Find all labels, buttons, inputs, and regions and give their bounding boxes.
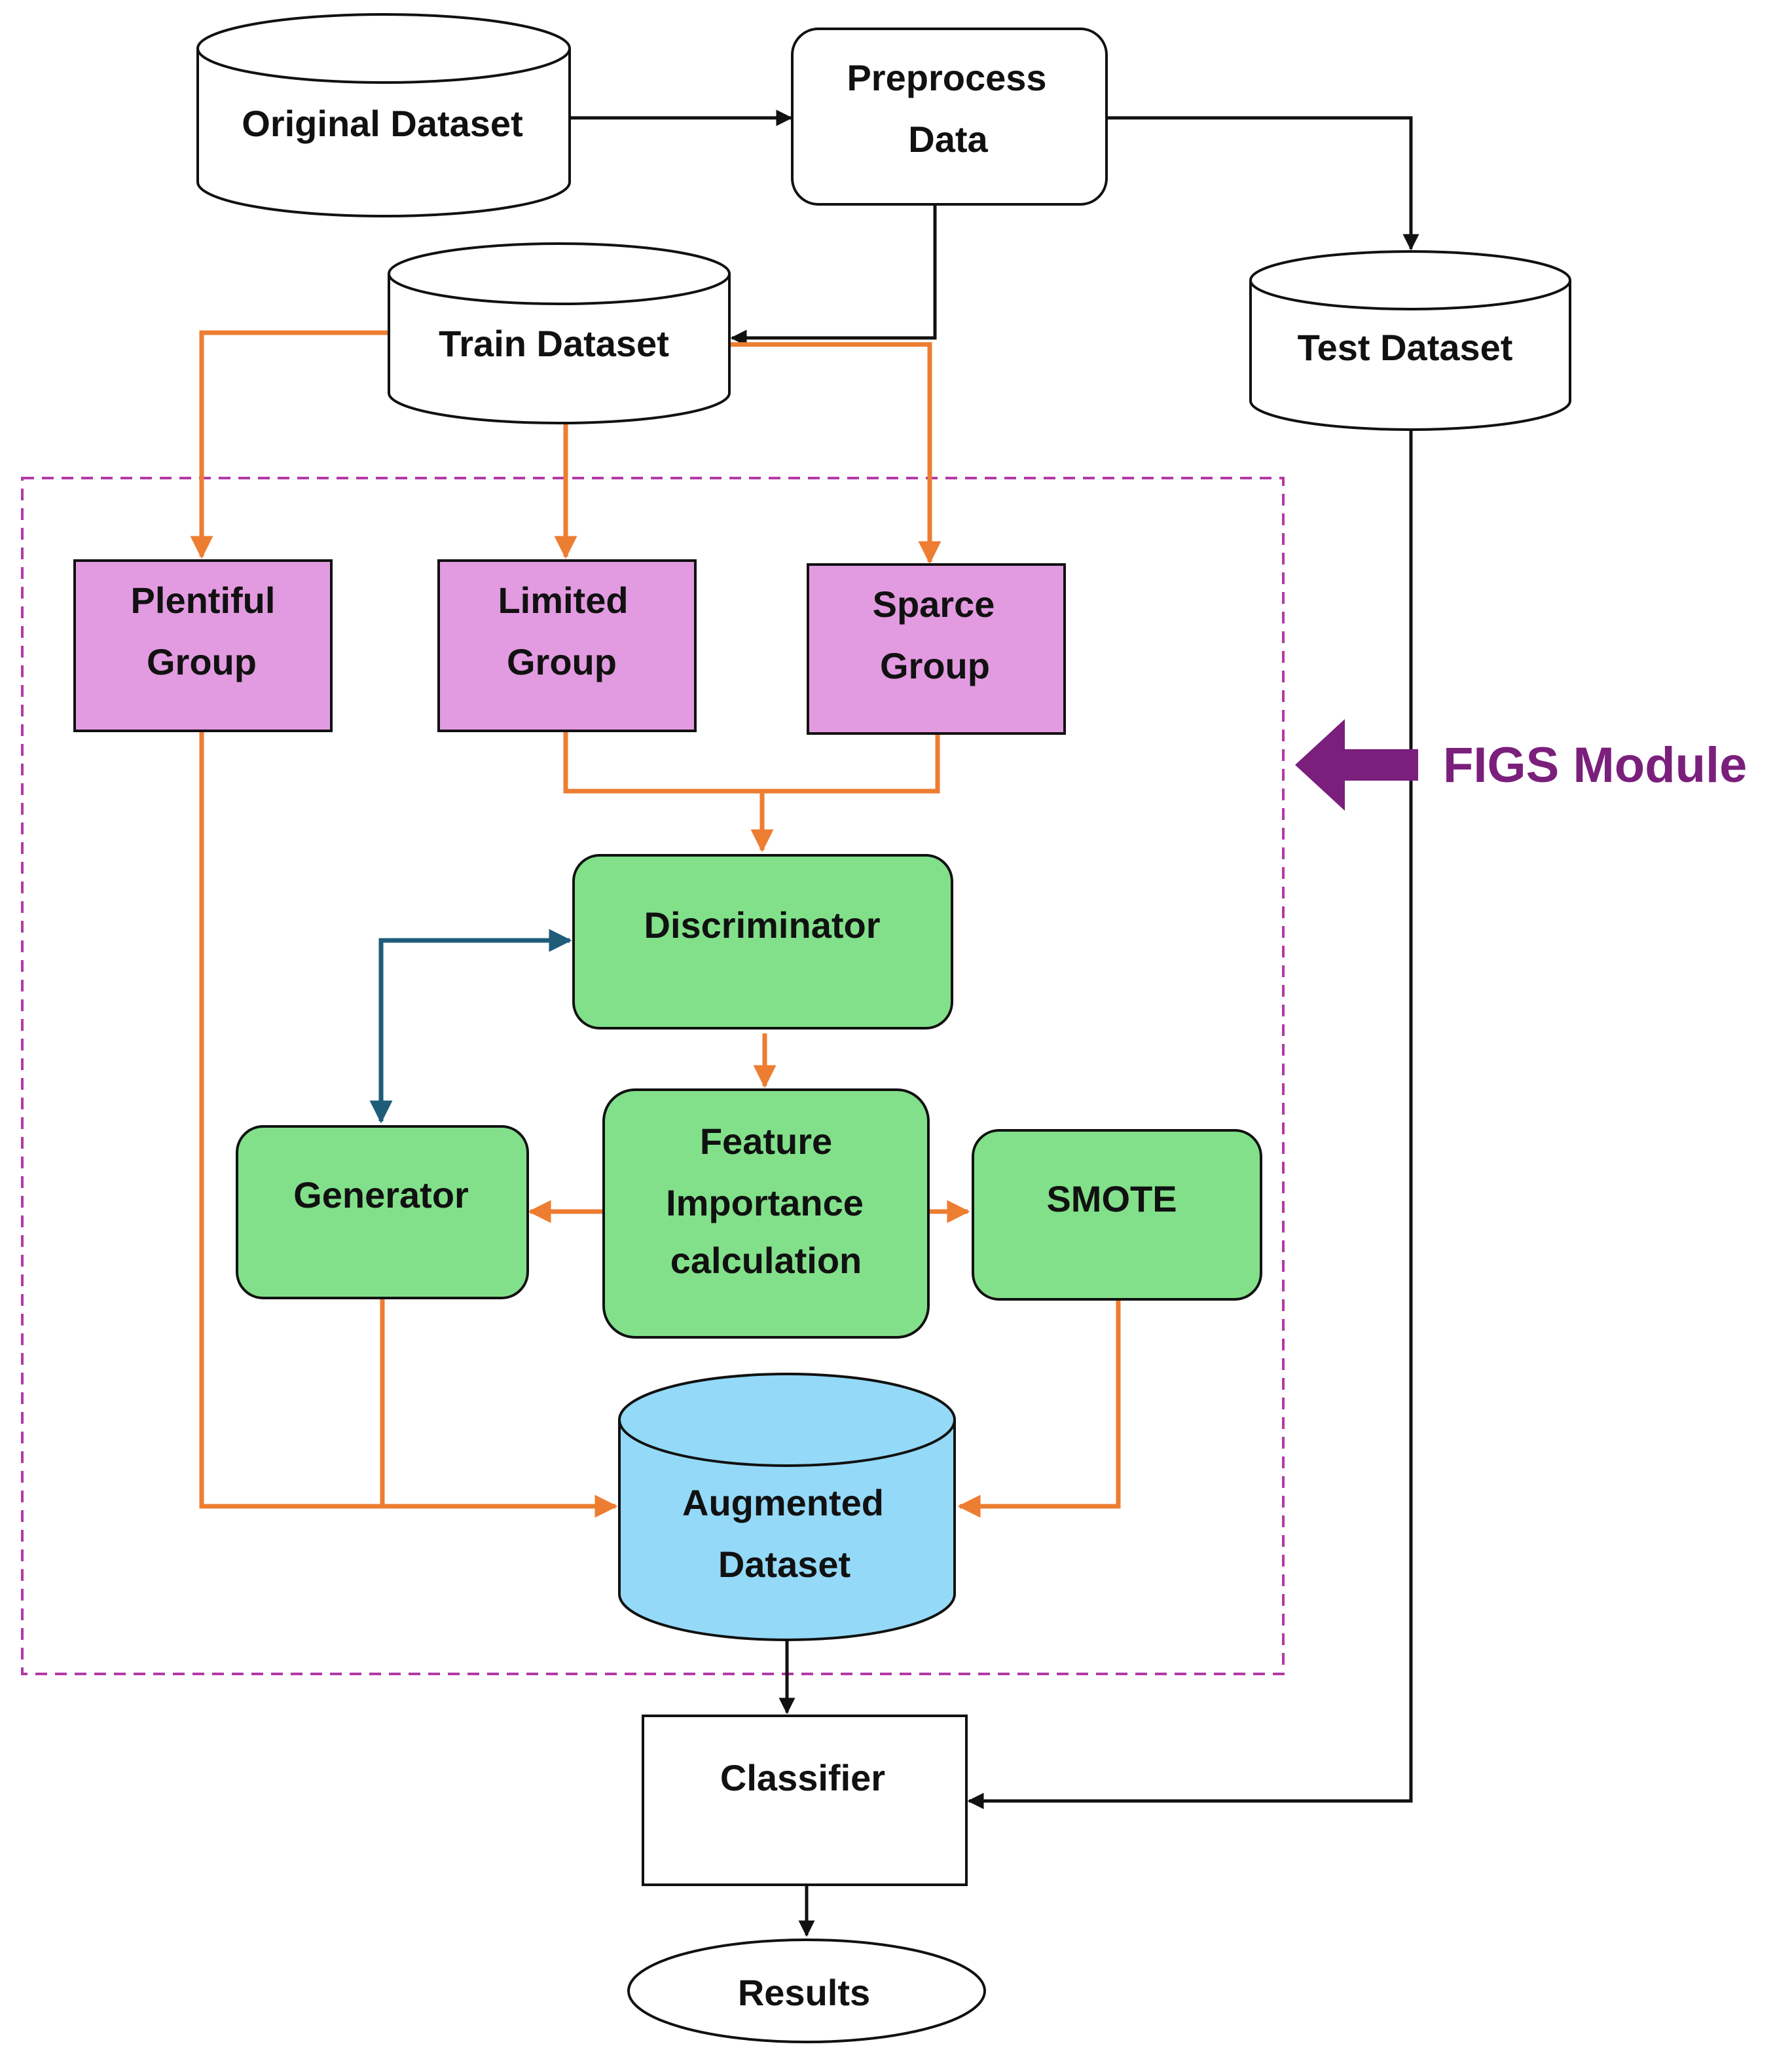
node-sparce-group: Sparce Group [807, 563, 1066, 735]
feature-label-line2: Importance [666, 1182, 864, 1223]
node-discriminator: Discriminator [572, 854, 953, 1030]
plentiful-label-line2: Group [147, 641, 257, 682]
edge-preprocess-to-test [1108, 116, 1419, 251]
sparce-label-line1: Sparce [873, 584, 995, 625]
edge-smote-to-augmented [957, 1300, 1121, 1518]
plentiful-label-line1: Plentiful [131, 580, 276, 621]
feature-label-line3: calculation [670, 1240, 862, 1281]
orange-edges [190, 330, 1121, 1518]
node-plentiful-group: Plentiful Group [73, 559, 333, 732]
black-edges [570, 109, 1419, 1937]
edge-train-to-sparce [729, 342, 942, 565]
augmented-label-line1: Augmented [682, 1482, 884, 1523]
edge-sparce-to-discriminator [762, 735, 940, 794]
node-smote: SMOTE [972, 1129, 1262, 1301]
node-original-dataset: Original Dataset [196, 13, 571, 217]
limited-label-line1: Limited [498, 580, 628, 621]
feature-label-line1: Feature [700, 1121, 832, 1162]
edge-test-to-classifier [967, 430, 1413, 1809]
preprocess-label-line1: Preprocess [847, 57, 1046, 98]
node-test-dataset: Test Dataset [1249, 250, 1571, 431]
discriminator-label: Discriminator [644, 904, 881, 946]
smote-label: SMOTE [1046, 1178, 1177, 1219]
edge-discriminator-generator-loop [369, 929, 572, 1124]
results-label: Results [738, 1972, 870, 2013]
node-classifier: Classifier [642, 1715, 968, 1886]
node-limited-group: Limited Group [437, 559, 697, 732]
node-feature-importance: Feature Importance calculation [602, 1088, 930, 1339]
edge-plentiful-to-augmented [199, 732, 618, 1518]
train-dataset-label: Train Dataset [439, 323, 669, 364]
original-dataset-label: Original Dataset [242, 103, 522, 144]
figs-module-callout: FIGS Module [1295, 719, 1747, 811]
node-preprocess-data: Preprocess Data [791, 28, 1108, 206]
node-generator: Generator [236, 1125, 529, 1299]
figs-module-boundary [21, 477, 1285, 1675]
figs-module-arrow [1295, 719, 1418, 811]
sparce-label-line2: Group [880, 645, 990, 686]
node-train-dataset: Train Dataset [388, 242, 731, 424]
limited-label-line2: Group [507, 641, 617, 682]
preprocess-label-line2: Data [908, 119, 988, 160]
edge-limited-to-discriminator [563, 732, 774, 853]
generator-label: Generator [293, 1174, 469, 1215]
edge-preprocess-to-train [730, 204, 937, 346]
figs-module-label: FIGS Module [1443, 737, 1747, 793]
edge-train-to-plentiful [190, 330, 389, 559]
test-dataset-label: Test Dataset [1298, 327, 1513, 368]
node-augmented-dataset: Augmented Dataset [618, 1373, 956, 1641]
node-results: Results [627, 1938, 986, 2043]
augmented-label-line2: Dataset [718, 1544, 850, 1585]
classifier-label: Classifier [720, 1757, 885, 1798]
blue-edges [369, 929, 572, 1124]
